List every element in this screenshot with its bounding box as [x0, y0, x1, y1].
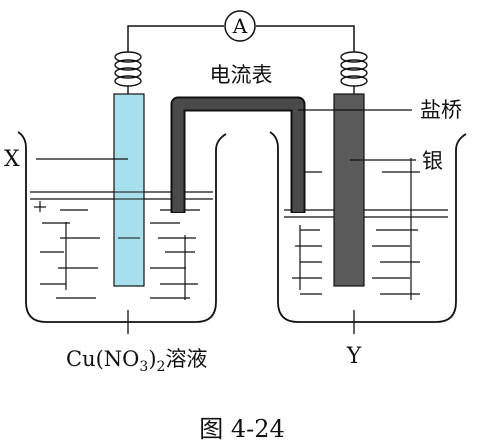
salt-bridge [170, 96, 306, 213]
right-solution-liquid [284, 158, 448, 300]
leader-lines [36, 109, 416, 334]
ammeter: A [224, 10, 256, 42]
right-beaker [269, 131, 467, 323]
left-solution-label: Cu(NO3)2溶液 [66, 347, 207, 375]
right-coil [340, 51, 368, 94]
electrode-x-label: X [4, 147, 20, 172]
salt-bridge-fill [172, 98, 304, 212]
electrode-silver [333, 93, 365, 287]
left-coil [114, 51, 142, 94]
ammeter-symbol: A [232, 14, 248, 38]
electrode-x-level-lines [114, 191, 144, 239]
ammeter-circle [224, 10, 256, 42]
ammeter-label: 电流表 [210, 63, 273, 87]
salt-bridge-label: 盐桥 [420, 98, 462, 122]
figure-caption: 图 4-24 [199, 415, 285, 443]
right-solution-label: Y [346, 344, 362, 369]
silver-electrode-label: 银 [422, 149, 443, 173]
circuit-wires [127, 25, 355, 52]
left-beaker [17, 131, 227, 323]
electrode-x [113, 93, 145, 287]
